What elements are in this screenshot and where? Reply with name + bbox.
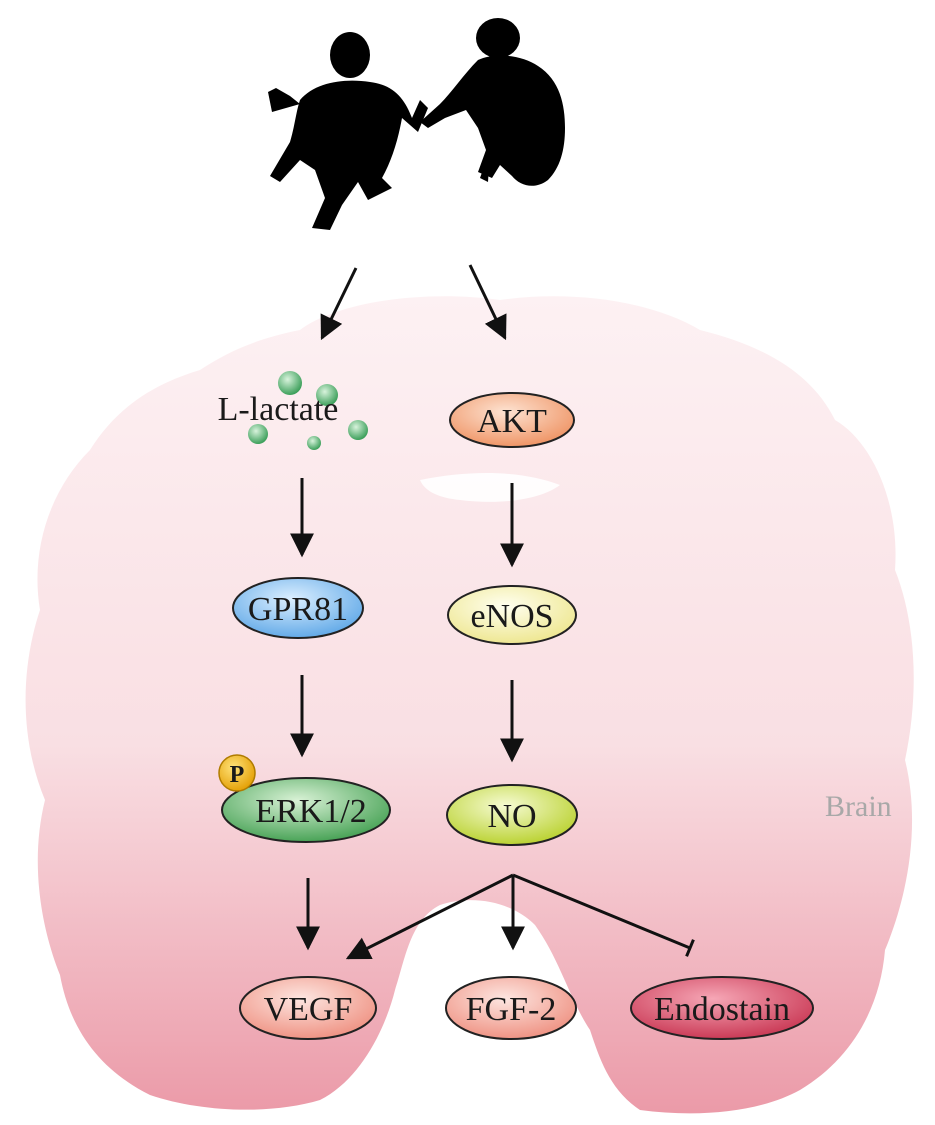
node-akt: AKT bbox=[449, 392, 575, 448]
node-akt-label: AKT bbox=[477, 403, 547, 440]
lactate-bubble bbox=[316, 384, 338, 406]
phospho-badge-label: P bbox=[230, 762, 245, 788]
node-enos-label: eNOS bbox=[470, 598, 553, 635]
lactate-bubble bbox=[278, 371, 302, 395]
runner-left-icon bbox=[268, 32, 428, 230]
lactate-bubbles bbox=[248, 371, 368, 450]
lactate-bubble bbox=[307, 436, 321, 450]
runner-right-icon bbox=[420, 18, 565, 186]
brain-outline bbox=[25, 296, 914, 1114]
inhibit-bar-endostain bbox=[685, 939, 695, 957]
region-label: Brain bbox=[825, 790, 892, 823]
edge-no-to-vegf bbox=[345, 873, 514, 960]
edge-layer bbox=[290, 264, 695, 960]
node-vegf-label: VEGF bbox=[264, 991, 353, 1028]
node-lactate-label: L-lactate bbox=[218, 391, 339, 428]
node-erk: ERK1/2 bbox=[221, 777, 391, 843]
node-endostain: Endostain bbox=[630, 976, 814, 1040]
edge-exercise-to-lactate bbox=[320, 267, 358, 341]
brain-fold bbox=[420, 473, 560, 502]
node-endostain-label: Endostain bbox=[654, 991, 790, 1028]
node-gpr81-label: GPR81 bbox=[248, 591, 348, 628]
node-vegf: VEGF bbox=[239, 976, 377, 1040]
lactate-bubble bbox=[348, 420, 368, 440]
phospho-badge: P bbox=[218, 754, 256, 792]
node-fgf2: FGF-2 bbox=[445, 976, 577, 1040]
lactate-bubble bbox=[248, 424, 268, 444]
node-no: NO bbox=[446, 784, 578, 846]
edge-exercise-to-akt bbox=[468, 264, 507, 341]
node-enos: eNOS bbox=[447, 585, 577, 645]
node-fgf2-label: FGF-2 bbox=[466, 991, 557, 1028]
node-erk-label: ERK1/2 bbox=[255, 793, 366, 830]
node-gpr81: GPR81 bbox=[232, 577, 364, 639]
edge-no-to-endostain bbox=[512, 873, 691, 950]
node-no-label: NO bbox=[487, 798, 536, 835]
